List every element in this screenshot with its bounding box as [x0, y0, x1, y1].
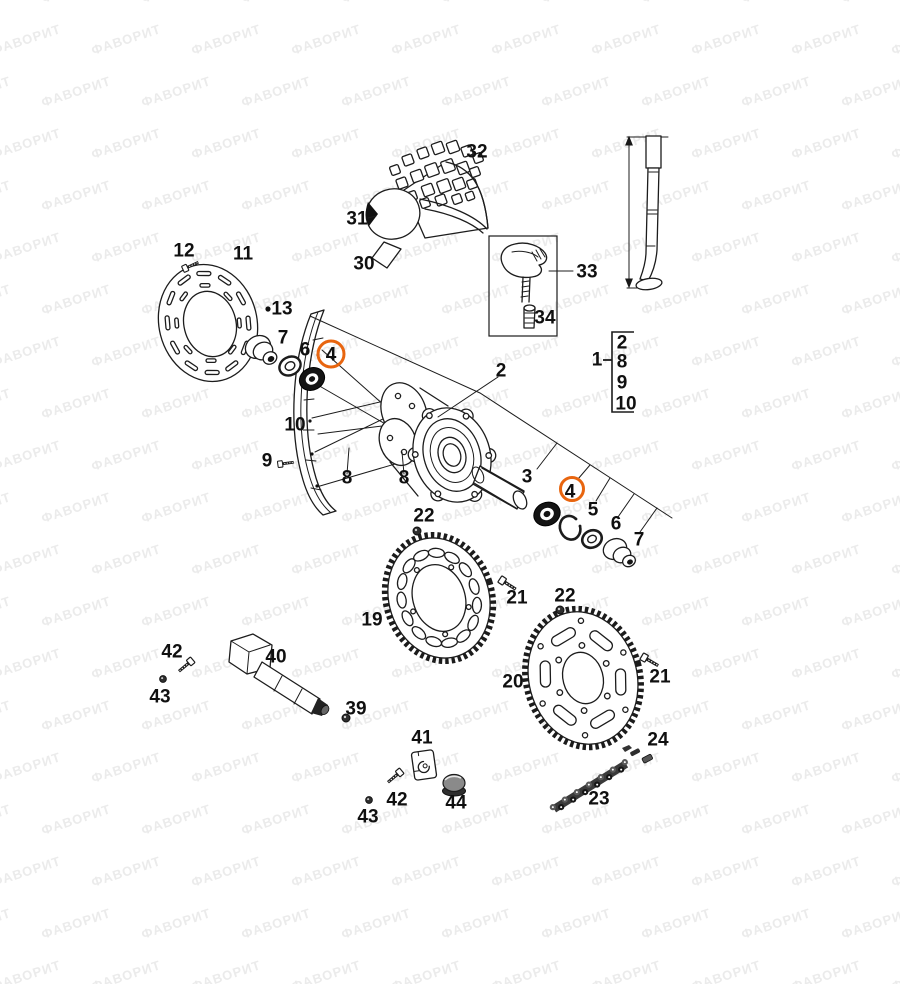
part-label-39: 39: [345, 699, 366, 720]
part-label-1: 1: [592, 350, 603, 371]
part-label-8: 8: [399, 468, 410, 489]
rim-lock-box: [488, 235, 574, 337]
part-label-5: 5: [588, 500, 599, 521]
part-label-42: 42: [161, 642, 182, 663]
part-label-22: 22: [413, 506, 434, 527]
part-label-42: 42: [386, 790, 407, 811]
part-label-6: 6: [300, 340, 311, 361]
part-label-31: 31: [346, 209, 368, 230]
part-label-7: 7: [278, 328, 289, 349]
part-label-32: 32: [466, 142, 487, 163]
bushing-7-left: [244, 334, 278, 365]
valve-part-34: [523, 304, 536, 329]
nut-22-right: [555, 605, 565, 615]
part-label-43: 43: [149, 687, 170, 708]
part-label-44: 44: [445, 793, 467, 814]
sprocket-carrier-flange: [407, 407, 497, 503]
part-label-9: 9: [262, 451, 273, 472]
hub-assembly: [378, 382, 497, 503]
part-label-13: 13: [271, 299, 292, 320]
part-label-2: 2: [496, 361, 507, 382]
leader-lines: [309, 315, 673, 533]
dot-13: [265, 306, 271, 312]
part-label-30: 30: [353, 254, 374, 275]
part-label-9: 9: [617, 373, 628, 394]
bushing-7-right: [602, 537, 636, 568]
side-stand-part: [625, 135, 669, 291]
part-label-12: 12: [173, 241, 194, 262]
part-label-8: 8: [342, 468, 353, 489]
chain-23: [549, 759, 629, 813]
part-label-4: 4: [565, 482, 576, 503]
part-label-10: 10: [284, 415, 305, 436]
seal-6-left: [278, 355, 302, 377]
sprocket-20: [522, 605, 644, 751]
part-label-21: 21: [649, 667, 671, 688]
highlight-circle-part-4: [559, 476, 585, 502]
part-label-19: 19: [361, 610, 382, 631]
brake-disc-part: [157, 263, 259, 383]
tire-section: [365, 139, 489, 269]
part-label-20: 20: [502, 672, 523, 693]
part-label-11: 11: [233, 244, 254, 265]
axle-spacer-3: [471, 465, 528, 510]
highlight-circle-part-4: [316, 339, 346, 369]
part-label-22: 22: [554, 586, 575, 607]
seal-6-right: [580, 528, 604, 550]
part-label-10: 10: [615, 394, 636, 415]
cap-nut-44: [442, 773, 466, 797]
part-label-33: 33: [576, 262, 597, 283]
highlight-circles: [316, 339, 585, 502]
bolt-9: [276, 457, 296, 469]
legend-bracket: [603, 331, 634, 413]
axle-40: [228, 633, 330, 716]
part-label-21: 21: [506, 588, 528, 609]
spokes: [311, 349, 437, 487]
nut-22-left: [412, 526, 422, 536]
part-label-2: 2: [617, 333, 628, 354]
part-label-41: 41: [411, 728, 433, 749]
chain-adjuster-41: [410, 749, 438, 781]
nut-43-bottom: [365, 796, 373, 804]
part-label-24: 24: [647, 730, 669, 751]
part-label-8: 8: [617, 352, 628, 373]
part-label-7: 7: [634, 530, 645, 551]
part-label-40: 40: [265, 647, 286, 668]
part-label-43: 43: [357, 807, 378, 828]
part-label-3: 3: [522, 467, 533, 488]
sprocket-19: [381, 531, 497, 665]
circlip-5: [558, 514, 582, 541]
bearing-4-right: [533, 501, 561, 527]
bolt-42-bottom: [384, 766, 406, 787]
part-label-6: 6: [611, 514, 622, 535]
part-label-23: 23: [588, 789, 609, 810]
bearing-4-left: [298, 367, 326, 391]
master-link-24: [622, 745, 653, 764]
nut-43-top: [159, 675, 167, 683]
part-label-34: 34: [534, 308, 556, 329]
part-label-4: 4: [326, 345, 337, 366]
